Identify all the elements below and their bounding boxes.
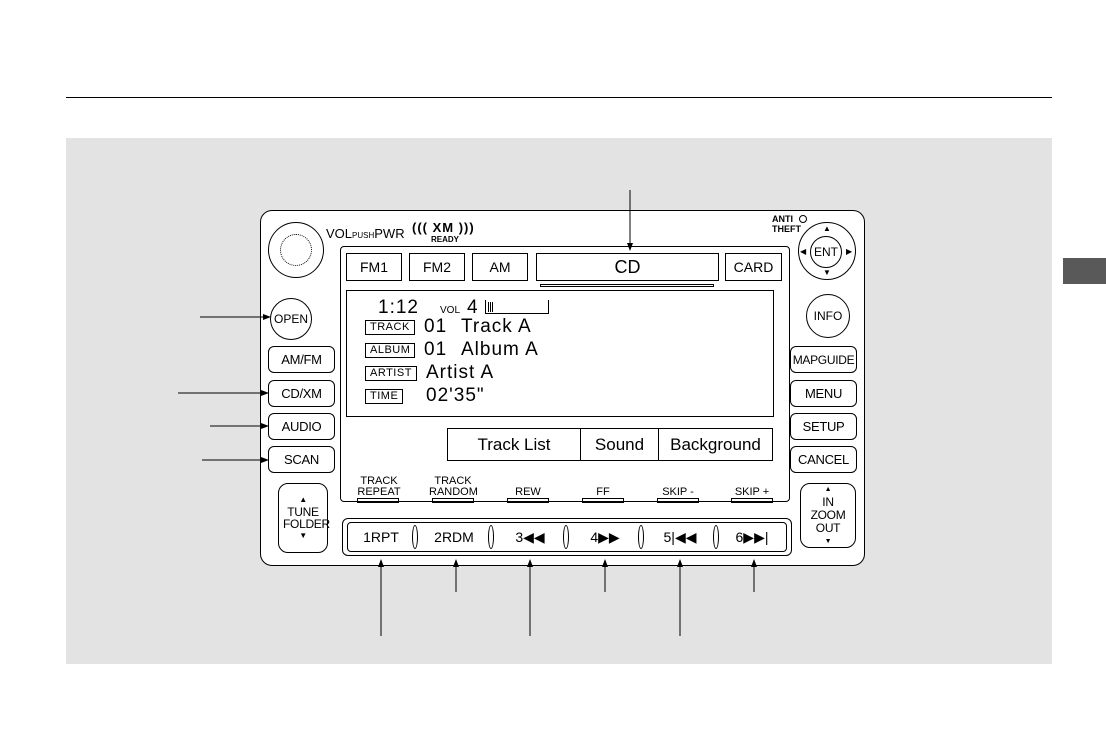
album-tag: ALBUM (365, 343, 416, 358)
status-display (346, 290, 774, 417)
rew-indicator (507, 498, 549, 503)
track-number: 01 (424, 316, 448, 337)
artist-tag: ARTIST (365, 366, 417, 381)
down-arrow-icon: ▼ (823, 268, 831, 277)
map-guide-button[interactable]: MAPGUIDE (790, 346, 857, 373)
zoom-out-label: OUT (815, 521, 841, 535)
zoom-down-icon: ▼ (824, 538, 832, 545)
am-fm-button[interactable]: AM/FM (268, 346, 335, 373)
cd-xm-button[interactable]: CD/XM (268, 380, 335, 407)
skip-minus-indicator (657, 498, 699, 503)
ent-joystick[interactable] (798, 222, 856, 280)
preset-divider-3 (563, 525, 569, 549)
preset-divider-2 (488, 525, 494, 549)
ent-button[interactable]: ENT (810, 236, 842, 268)
info-button[interactable]: INFO (806, 294, 850, 338)
zoom-button[interactable]: ▲ IN ZOOM OUT ▼ (800, 483, 856, 548)
preset-strip-inner (347, 522, 787, 552)
vol-value: 4 (467, 297, 479, 318)
anti-text: ANTI (772, 214, 793, 224)
knob-push-text: PUSH (352, 231, 375, 240)
zoom-label: ZOOM (810, 508, 846, 522)
anti-theft-led (799, 215, 807, 223)
cd-button[interactable]: CD (536, 253, 719, 281)
tune-down-icon: ▼ (299, 531, 307, 540)
track-random-indicator (432, 498, 474, 503)
skip-plus-label: SKIP + (734, 486, 770, 498)
knob-pwr-text: PWR (374, 226, 405, 241)
preset-divider-5 (713, 525, 719, 549)
preset-4-button[interactable]: 4▶▶ (590, 528, 620, 545)
zoom-up-icon: ▲ (824, 486, 832, 493)
ff-label: FF (596, 486, 610, 498)
time-tag: TIME (365, 389, 404, 404)
track-tag: TRACK (365, 320, 415, 335)
rew-label: REW (515, 486, 541, 498)
header-rule (66, 97, 1052, 98)
tune-up-icon: ▲ (299, 495, 307, 504)
fm1-button[interactable]: FM1 (346, 253, 402, 281)
album-name: Album A (461, 339, 539, 360)
ff-indicator (582, 498, 624, 503)
knob-label: VOLPUSHPWR (326, 226, 405, 241)
preset-divider-1 (412, 525, 418, 549)
tune-folder-button[interactable]: ▲ TUNE FOLDER ▼ (278, 483, 330, 553)
clock: 1:12 (378, 297, 419, 318)
preset-1-button[interactable]: 1RPT (363, 529, 399, 545)
vol-label: VOL (440, 305, 461, 316)
volume-meter (485, 300, 549, 314)
setup-button[interactable]: SETUP (790, 413, 857, 440)
skip-minus-label: SKIP - (662, 486, 694, 498)
up-arrow-icon: ▲ (823, 224, 831, 233)
artist-name: Artist A (426, 362, 495, 383)
am-button[interactable]: AM (472, 253, 528, 281)
right-arrow-icon: ▶ (846, 247, 853, 256)
preset-2-button[interactable]: 2RDM (434, 529, 474, 545)
volume-knob-inner (280, 234, 312, 266)
preset-5-button[interactable]: 5|◀◀ (663, 528, 697, 545)
track-repeat-indicator (357, 498, 399, 503)
menu-button[interactable]: MENU (790, 380, 857, 407)
zoom-in-label: IN (822, 495, 834, 509)
album-number: 01 (424, 339, 448, 360)
section-tab (1063, 258, 1106, 284)
preset-strip (342, 518, 792, 556)
tune-folder-label: TUNE FOLDER (283, 505, 330, 531)
sound-button[interactable]: Sound (580, 428, 659, 461)
volume-meter-fill (488, 302, 494, 312)
preset-divider-4 (638, 525, 644, 549)
knob-vol-text: VOL (326, 226, 353, 241)
fm2-button[interactable]: FM2 (409, 253, 465, 281)
xm-ready-text: READY (431, 235, 460, 244)
skip-plus-indicator (731, 498, 773, 503)
preset-6-button[interactable]: 6▶▶| (735, 528, 769, 545)
cancel-button[interactable]: CANCEL (790, 446, 857, 473)
theft-text: THEFT (772, 224, 801, 234)
background-button[interactable]: Background (658, 428, 773, 461)
anti-theft-label: ANTI THEFT (772, 214, 801, 234)
xm-logo: ((( XM ))) (412, 220, 475, 235)
preset-3-button[interactable]: 3◀◀ (515, 528, 545, 545)
xm-brand-text: XM (432, 220, 455, 235)
track-name: Track A (461, 316, 532, 337)
card-button[interactable]: CARD (725, 253, 782, 281)
audio-button[interactable]: AUDIO (268, 413, 335, 440)
cd-active-indicator (540, 284, 714, 287)
left-arrow-icon: ◀ (800, 247, 807, 256)
time-value: 02'35" (426, 385, 485, 406)
track-list-button[interactable]: Track List (447, 428, 581, 461)
